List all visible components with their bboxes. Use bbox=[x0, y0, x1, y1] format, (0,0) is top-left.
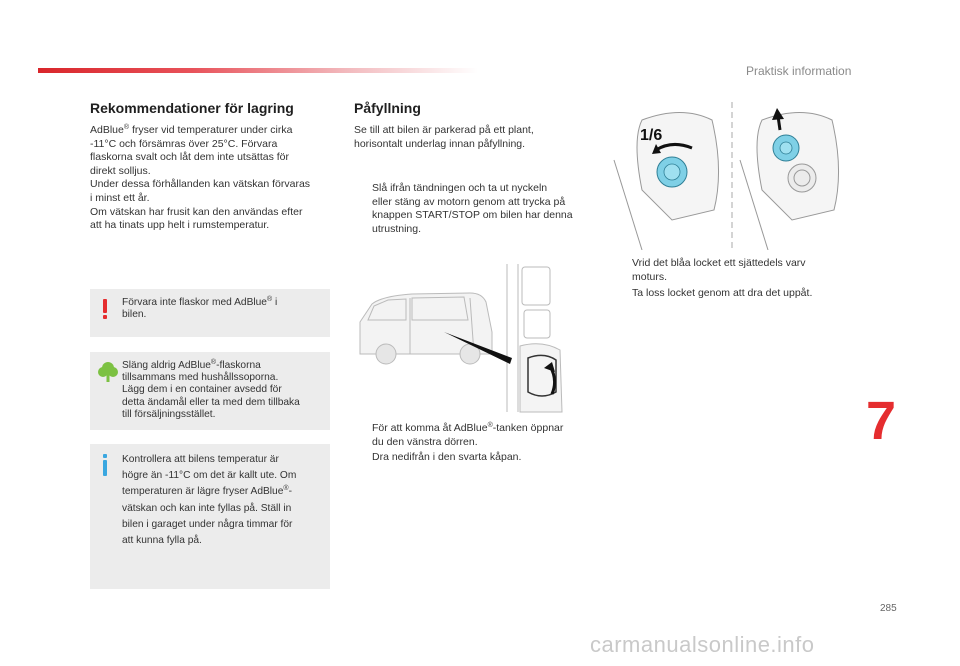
environment-box: Släng aldrig AdBlue®-flaskorna tillsamma… bbox=[90, 352, 330, 430]
watermark: carmanualsonline.info bbox=[590, 632, 815, 657]
bullet-arrow-icon bbox=[614, 257, 632, 284]
fraction-label: 1/6 bbox=[640, 127, 662, 144]
refill-intro: Se till att bilen är parkerad på ett pla… bbox=[354, 124, 534, 150]
chapter-number: 7 bbox=[866, 391, 897, 451]
bullet-arrow-icon bbox=[354, 182, 372, 236]
warning-box: Förvara inte flaskor med AdBlue® i bilen… bbox=[90, 289, 330, 337]
section-title: Praktisk information bbox=[746, 64, 852, 78]
info-icon bbox=[103, 454, 107, 476]
refill-title: Påfyllning bbox=[354, 100, 421, 116]
bullet-arrow-icon bbox=[354, 422, 372, 449]
warning-exclamation-icon bbox=[103, 299, 107, 319]
header-red-bar bbox=[38, 68, 478, 73]
tree-environment-icon bbox=[98, 362, 118, 382]
step-5: Ta loss locket genom att dra det uppåt. bbox=[614, 287, 854, 301]
bullet-arrow-icon bbox=[354, 451, 372, 465]
storage-title: Rekommendationer för lagring bbox=[90, 100, 294, 116]
step-3: Dra nedifrån i den svarta kåpan. bbox=[354, 451, 599, 465]
step-4: Vrid det blåa locket ett sjättedels varv… bbox=[614, 257, 854, 284]
info-box: Kontrollera att bilens temperatur är hög… bbox=[90, 444, 330, 589]
storage-text: AdBlue® fryser vid temperaturer under ci… bbox=[90, 124, 311, 232]
bullet-arrow-icon bbox=[614, 287, 632, 301]
page-number: 285 bbox=[880, 603, 897, 614]
van-door-illustration bbox=[359, 264, 563, 413]
adblue-cap-illustration: 1/6 bbox=[613, 102, 839, 250]
